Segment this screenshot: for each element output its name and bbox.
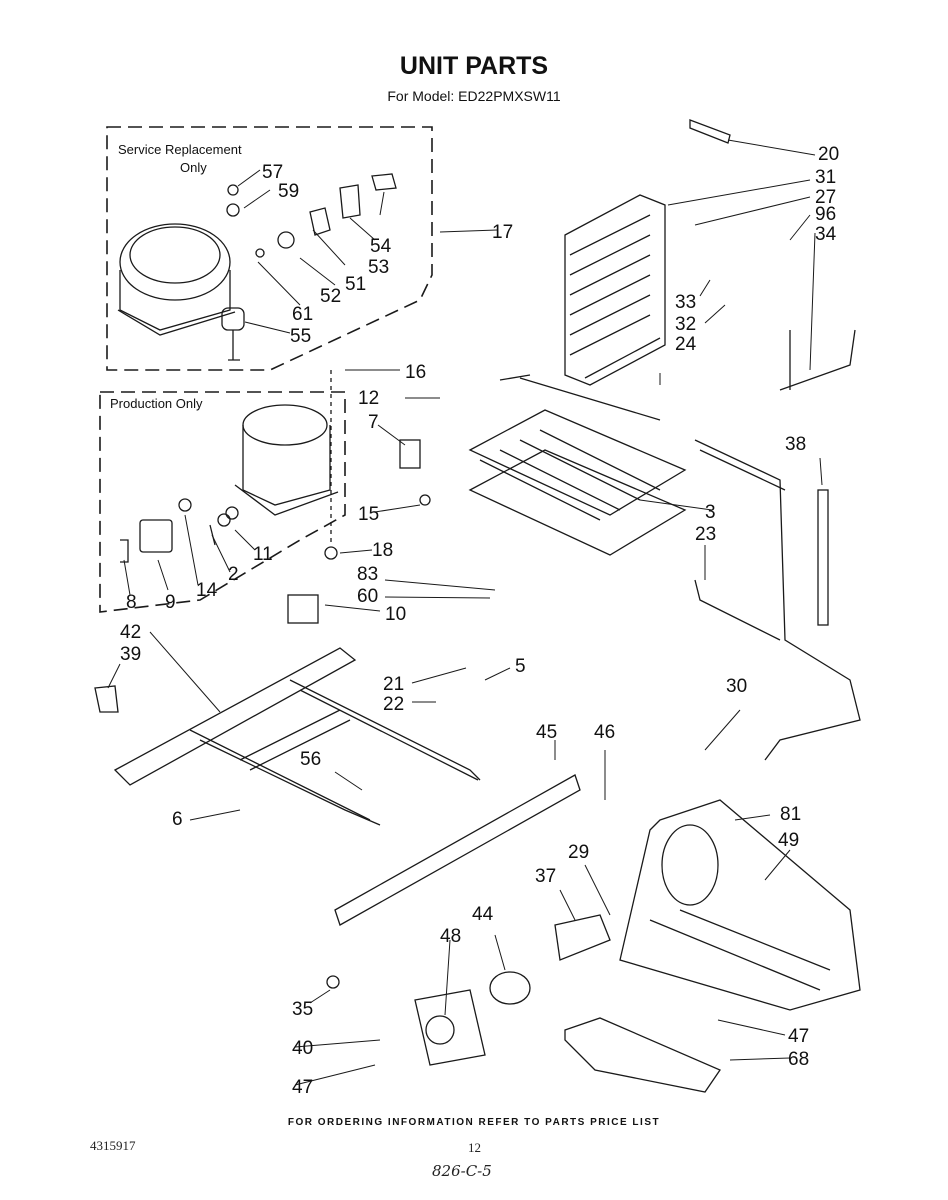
part-label: 6	[172, 809, 183, 830]
part-label: 51	[345, 274, 366, 295]
part-label: 45	[536, 722, 557, 743]
part-label: 7	[368, 412, 379, 433]
part-label: 11	[253, 544, 273, 565]
part-label: 42	[120, 622, 141, 643]
condenser-coil	[564, 119, 731, 386]
page-number: 12	[468, 1140, 481, 1155]
part-label: 39	[120, 644, 141, 665]
fan-motor-assembly	[326, 914, 611, 1066]
model-subtitle: For Model: ED22PMXSW11	[387, 88, 561, 104]
part-label: 2	[228, 564, 239, 585]
service-only-label: Only	[180, 160, 207, 175]
part-label: 3	[705, 502, 716, 523]
part-labels: 57 59 54 53 51 52 61 55 17 16 12 7 15 18…	[120, 144, 839, 1098]
production-compressor	[217, 404, 339, 527]
evaporator-coil	[468, 374, 687, 556]
part-label: 22	[383, 694, 404, 715]
handwritten-note: 826-C-5	[432, 1162, 492, 1180]
production-only-label: Production Only	[110, 396, 203, 411]
part-label: 34	[815, 224, 837, 245]
part-label: 47	[788, 1026, 809, 1047]
part-label: 38	[785, 434, 806, 455]
part-label: 20	[818, 144, 839, 165]
base-frame	[94, 647, 481, 826]
part-label: 31	[815, 167, 836, 188]
part-label: 96	[815, 204, 836, 225]
part-label: 52	[320, 286, 341, 307]
service-small-parts	[226, 173, 397, 258]
drain-pan	[564, 1017, 721, 1093]
part-label: 53	[368, 257, 389, 278]
part-label: 33	[675, 292, 696, 313]
production-only-box	[99, 391, 346, 613]
page-title: UNIT PARTS	[399, 52, 549, 80]
fan-shroud	[619, 799, 861, 1011]
part-label: 83	[357, 564, 378, 585]
part-label: 44	[472, 904, 494, 925]
service-replacement-box	[106, 126, 433, 371]
part-label: 27	[815, 187, 836, 208]
part-label: 23	[695, 524, 716, 545]
part-label: 12	[358, 388, 379, 409]
part-label: 18	[372, 540, 393, 561]
part-label: 16	[405, 362, 426, 383]
part-label: 10	[385, 604, 406, 625]
service-compressor	[117, 223, 245, 361]
document-number: 4315917	[90, 1138, 136, 1153]
part-label: 9	[165, 592, 176, 613]
part-label: 24	[675, 334, 697, 355]
part-label: 8	[126, 592, 137, 613]
part-label: 68	[788, 1049, 809, 1070]
part-label: 37	[535, 866, 556, 887]
part-label: 5	[515, 656, 526, 677]
ordering-info-footer: FOR ORDERING INFORMATION REFER TO PARTS …	[287, 1117, 661, 1128]
production-small-parts	[120, 370, 431, 624]
part-label: 56	[300, 749, 321, 770]
rail	[334, 774, 581, 926]
part-label: 54	[370, 236, 392, 257]
part-label: 35	[292, 999, 313, 1020]
part-label: 49	[778, 830, 799, 851]
part-label: 55	[290, 326, 311, 347]
part-label: 46	[594, 722, 615, 743]
part-label: 60	[357, 586, 378, 607]
part-label: 14	[196, 580, 218, 601]
part-label: 30	[726, 676, 747, 697]
leader-lines	[107, 139, 823, 1086]
part-label: 48	[440, 926, 461, 947]
part-label: 81	[780, 804, 801, 825]
part-label: 61	[292, 304, 313, 325]
part-label: 57	[262, 162, 283, 183]
part-label: 40	[292, 1038, 313, 1059]
part-label: 47	[292, 1077, 313, 1098]
tubing	[694, 329, 861, 761]
part-label: 59	[278, 181, 299, 202]
part-label: 21	[383, 674, 404, 695]
part-label: 29	[568, 842, 589, 863]
part-label: 32	[675, 314, 696, 335]
part-label: 17	[492, 222, 513, 243]
part-label: 15	[358, 504, 379, 525]
service-replacement-label: Service Replacement	[118, 142, 242, 157]
